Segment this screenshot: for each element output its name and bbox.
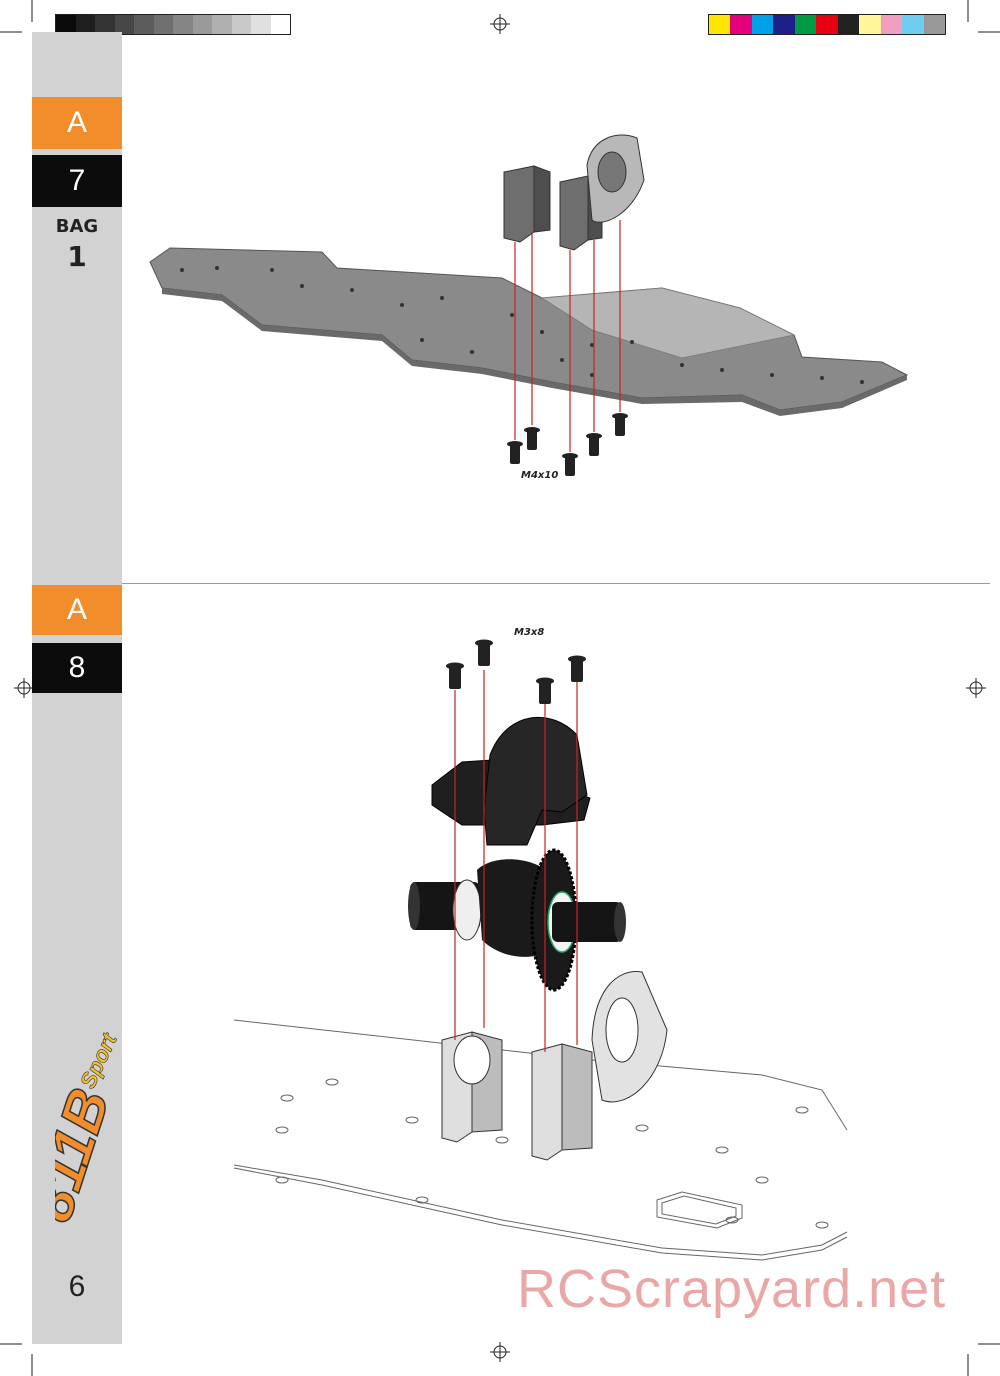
grayscale-swatch [95,15,115,34]
watermark: RCScrapyard.net [517,1259,947,1319]
grayscale-swatch [56,15,76,34]
bag-label: BAG [55,216,99,237]
step-7-illustration [149,134,909,476]
color-swatch [794,15,817,34]
step-8-section-badge: A [32,585,122,635]
grayscale-swatch [134,15,154,34]
step-7-fastener-label: M4x10 [521,470,559,481]
color-swatch [730,15,752,34]
step-8-diff-mount-left [441,1031,503,1143]
grayscale-swatch [270,15,290,34]
color-swatch [923,15,945,34]
grayscale-swatch [192,15,212,34]
grayscale-swatch [251,15,271,34]
color-swatch [751,15,774,34]
grayscale-swatch [114,15,134,34]
color-swatch [837,15,860,34]
color-swatch [709,15,731,34]
step-8-illustration [233,639,848,1261]
svg-text:811B: 811B [55,1081,122,1229]
grayscale-swatch [75,15,95,34]
page-number: 6 [68,1270,86,1303]
grayscale-swatch [173,15,193,34]
step-8-diff-mount-right [531,971,668,1161]
color-swatch [816,15,838,34]
color-swatch [773,15,795,34]
step-7-number-badge: 7 [32,155,122,207]
color-swatch [880,15,903,34]
diff-cover [431,716,591,846]
chassis-ramp [540,287,796,359]
grayscale-calibration-bar [55,14,291,35]
step-7-section-badge: A [32,97,122,149]
grayscale-swatch [231,15,251,34]
color-calibration-bar [708,14,946,35]
step-8-fastener-label: M3x8 [514,627,545,638]
bag-number: 1 [67,240,87,273]
diff-mount-right [559,134,645,251]
step-8-number-badge: 8 [32,643,122,693]
logo-sport-text: Sport [75,1028,123,1092]
diff-mount-left [503,165,551,243]
differential-assembly [408,848,626,992]
brand-logo: 811B Sport [55,1028,123,1230]
grayscale-swatch [153,15,173,34]
step-divider [122,583,990,584]
color-swatch [902,15,924,34]
grayscale-swatch [212,15,232,34]
color-swatch [859,15,881,34]
